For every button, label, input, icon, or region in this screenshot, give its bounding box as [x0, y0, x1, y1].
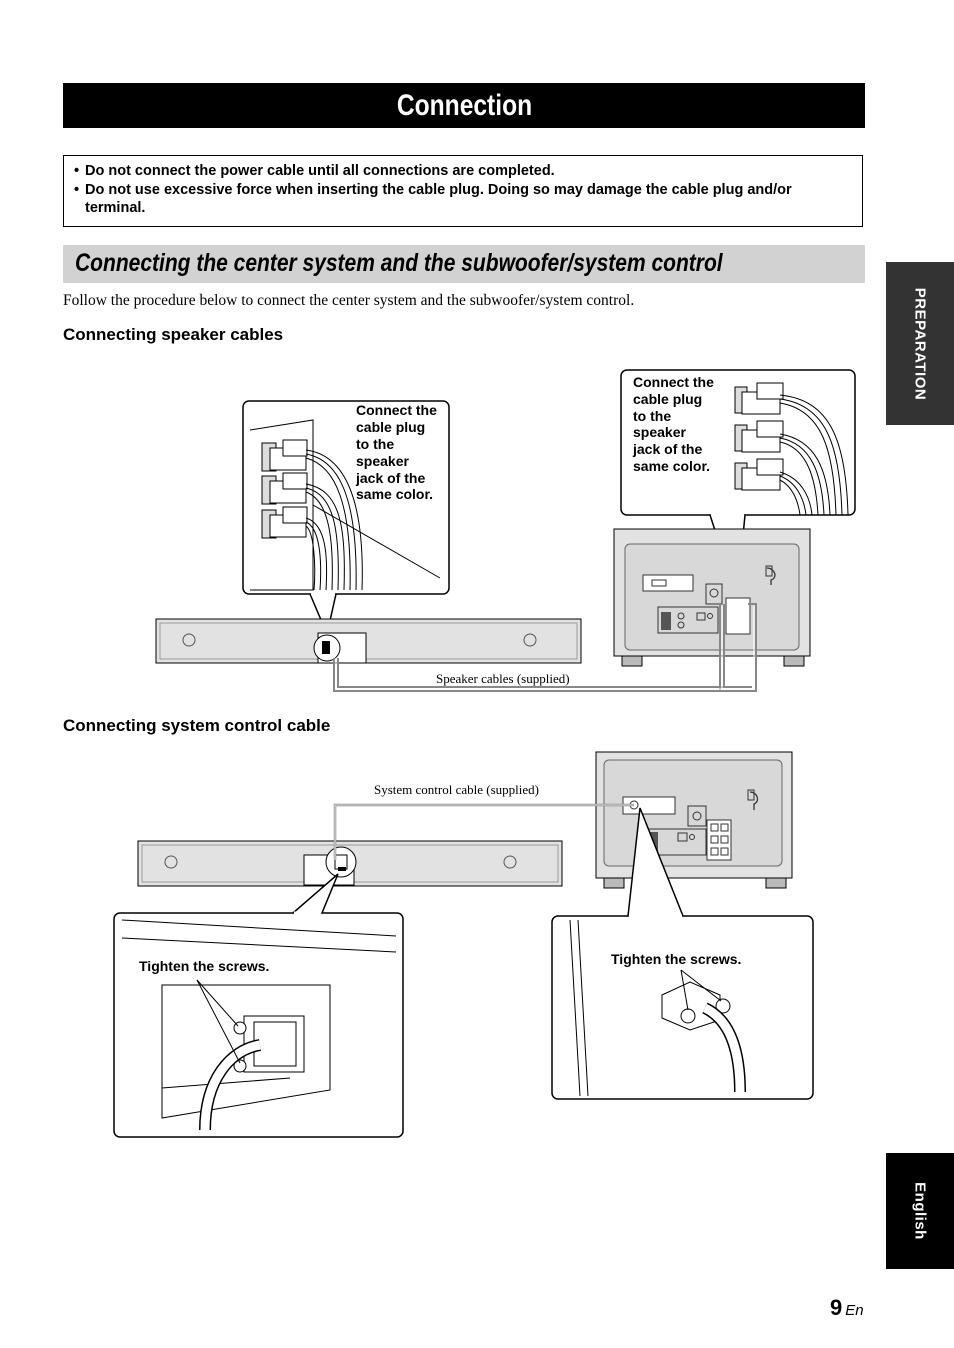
right-callout-line: to the [633, 408, 671, 424]
intro-text: Follow the procedure below to connect th… [63, 292, 635, 309]
left-callout-line: jack of the [355, 470, 425, 486]
section-header: Connecting the center system and the sub… [63, 245, 865, 283]
speaker-cable-caption: Speaker cables (supplied) [436, 671, 570, 686]
right-screws-callout: Tighten the screws. [551, 807, 814, 1100]
right-callout-line: Connect the [633, 374, 714, 390]
subwoofer-unit-control [595, 751, 793, 889]
page-title: Connection [63, 83, 865, 128]
right-callout-line: same color. [633, 458, 710, 474]
right-screws-label: Tighten the screws. [611, 951, 741, 967]
left-screws-callout: Tighten the screws. [113, 873, 404, 1138]
center-system-unit [155, 618, 582, 664]
right-callout-line: speaker [633, 424, 686, 440]
preparation-tab: PREPARATION [886, 262, 954, 425]
system-control-heading: Connecting system control cable [63, 716, 331, 735]
left-callout-line: cable plug [356, 419, 425, 435]
left-callout-diagram: Connect the cable plug to the speaker ja… [242, 400, 450, 637]
note-item: Do not connect the power cable until all… [74, 162, 852, 181]
left-callout-line: to the [356, 436, 394, 452]
right-callout-line: jack of the [632, 441, 702, 457]
left-callout-line: speaker [356, 453, 409, 469]
speaker-cables-heading: Connecting speaker cables [63, 325, 284, 344]
note-item: Do not use excessive force when insertin… [74, 181, 852, 218]
control-cable-caption: System control cable (supplied) [374, 782, 539, 797]
left-callout-line: same color. [356, 486, 433, 502]
left-callout-line: Connect the [356, 402, 437, 418]
language-tab: English [886, 1153, 954, 1269]
left-screws-label: Tighten the screws. [139, 958, 269, 974]
subwoofer-unit [613, 528, 811, 667]
right-callout-line: cable plug [633, 391, 702, 407]
caution-notes: Do not connect the power cable until all… [63, 155, 863, 227]
center-system-unit-control [137, 840, 563, 887]
